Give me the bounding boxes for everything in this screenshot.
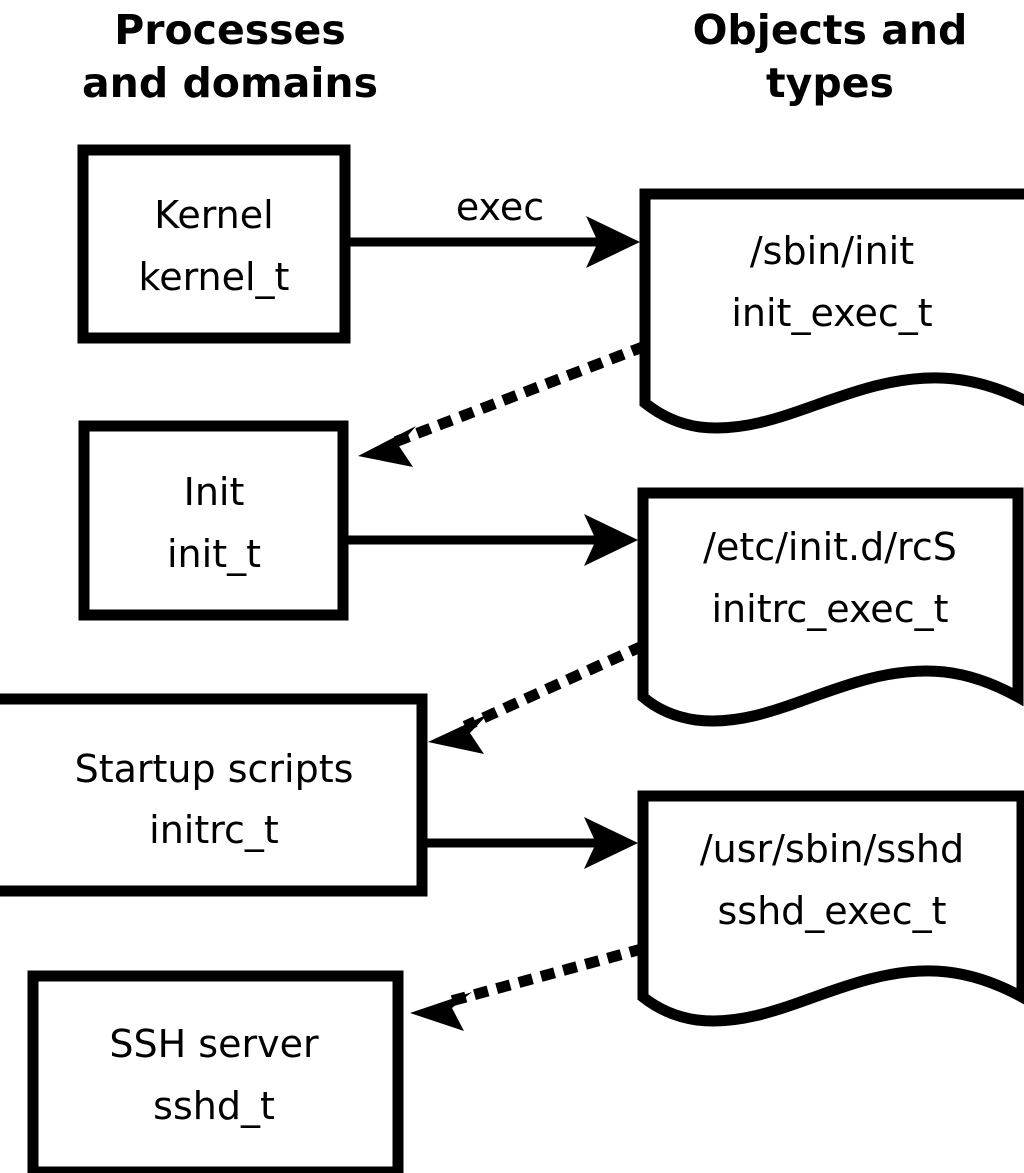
object-label-sshd-exec-line2: sshd_exec_t (717, 889, 946, 933)
edge-init-to-initrc-exec (348, 514, 638, 566)
object-label-init-exec-line1: /sbin/init (750, 229, 914, 273)
edge-line-sshd-transition (448, 943, 645, 1007)
edge-line-init-transition (392, 340, 648, 448)
process-label-init-line1: Init (184, 470, 245, 514)
edge-sshd-exec-to-sshd (410, 943, 645, 1031)
arrow-head-initrc-transition (428, 714, 488, 754)
process-label-kernel-line1: Kernel (154, 193, 273, 237)
arrow-head-init-exec (584, 514, 638, 566)
process-node-kernel[interactable]: Kernel kernel_t (77, 144, 351, 344)
process-box-initrc[interactable] (0, 693, 428, 897)
object-label-initrc-exec-line1: /etc/init.d/rcS (703, 525, 957, 569)
column-header-left: Processes and domains (82, 6, 378, 107)
process-node-initrc[interactable]: Startup scripts initrc_t (0, 693, 428, 897)
edge-line-initrc-transition (462, 640, 646, 732)
process-label-sshd-line1: SSH server (109, 1022, 319, 1066)
object-doc-init-exec[interactable] (639, 188, 1024, 434)
object-label-init-exec-line2: init_exec_t (731, 291, 932, 335)
edge-initrc-exec-to-initrc (428, 640, 646, 754)
edge-label-exec: exec (456, 185, 544, 229)
object-doc-sshd-exec[interactable] (637, 790, 1024, 1027)
object-node-sshd-exec[interactable]: /usr/sbin/sshd sshd_exec_t (637, 790, 1024, 1027)
process-label-sshd-line2: sshd_t (153, 1084, 275, 1128)
edge-kernel-to-init-exec: exec (350, 185, 640, 268)
process-box-sshd[interactable] (27, 970, 404, 1173)
arrow-head-init-transition (358, 426, 416, 467)
header-right-line2: types (766, 59, 894, 107)
process-label-init-line2: init_t (167, 532, 261, 576)
header-left-line2: and domains (82, 59, 378, 107)
object-label-initrc-exec-line2: initrc_exec_t (712, 587, 949, 631)
header-right-line1: Objects and (693, 6, 968, 54)
object-label-sshd-exec-line1: /usr/sbin/sshd (700, 827, 964, 871)
process-label-initrc-line2: initrc_t (149, 808, 279, 852)
edge-initrc-to-sshd-exec (427, 817, 638, 869)
object-node-initrc-exec[interactable]: /etc/init.d/rcS initrc_exec_t (637, 487, 1024, 727)
process-label-kernel-line2: kernel_t (139, 255, 290, 299)
process-node-sshd[interactable]: SSH server sshd_t (27, 970, 404, 1173)
arrow-head-initrc-exec (584, 817, 638, 869)
edge-init-exec-to-init (358, 340, 648, 467)
process-label-initrc-line1: Startup scripts (75, 747, 354, 791)
process-box-kernel[interactable] (77, 144, 351, 344)
object-doc-initrc-exec[interactable] (637, 487, 1024, 727)
object-node-init-exec[interactable]: /sbin/init init_exec_t (639, 188, 1024, 434)
column-header-right: Objects and types (693, 6, 968, 107)
arrow-head-sshd-transition (410, 992, 472, 1031)
process-node-init[interactable]: Init init_t (78, 420, 349, 621)
process-box-init[interactable] (78, 420, 349, 621)
arrow-head-kernel-exec (586, 216, 640, 268)
header-left-line1: Processes (114, 6, 346, 54)
